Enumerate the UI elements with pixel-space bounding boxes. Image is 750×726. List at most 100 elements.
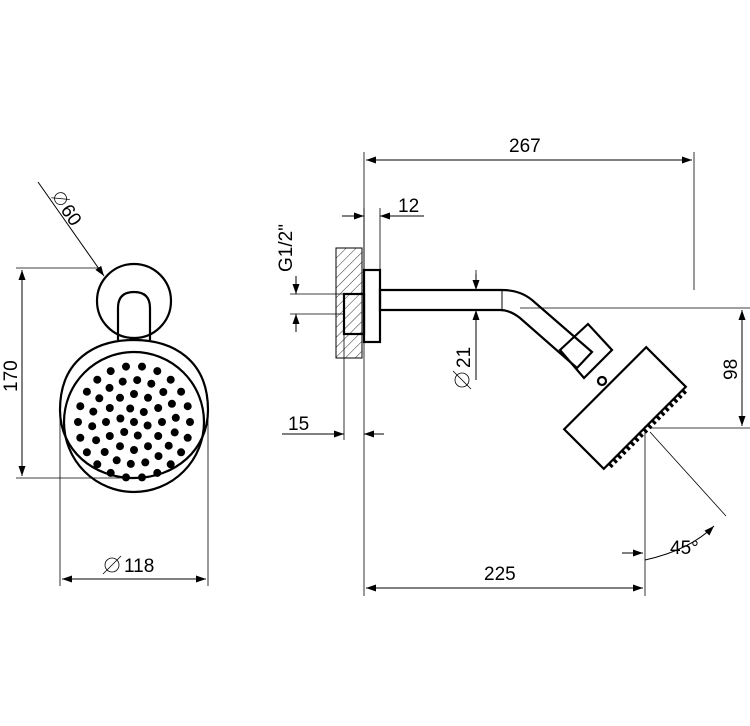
diameter-symbol-icon <box>54 192 67 206</box>
side-nozzle-tip <box>616 453 623 460</box>
dim-flange-thickness: 12 <box>342 196 424 270</box>
nozzle-group <box>74 362 194 482</box>
side-nozzle-tip <box>672 397 679 404</box>
arm-flange-outline <box>95 262 173 340</box>
swivel-screw-icon <box>596 375 608 387</box>
swivel-joint <box>558 322 614 380</box>
nozzle-dot <box>153 468 162 477</box>
nozzle-dot <box>106 468 115 477</box>
tilt-angle-label: 45° <box>670 538 699 559</box>
shower-arm <box>378 288 594 370</box>
nozzle-dot <box>138 473 146 482</box>
thread-label: G1/2" <box>276 224 297 272</box>
diameter-symbol-icon <box>454 372 470 388</box>
head-diameter-label: 118 <box>124 556 154 577</box>
nozzle-dot <box>118 377 127 386</box>
side-nozzle-group <box>608 389 688 469</box>
nozzle-dot <box>105 404 114 412</box>
projection-label: 267 <box>509 136 541 157</box>
nozzle-dot <box>122 473 130 482</box>
side-nozzle-tip <box>668 402 675 408</box>
angle-reference-line <box>649 431 727 517</box>
reach-label: 225 <box>484 564 516 585</box>
nozzle-dot <box>89 407 98 416</box>
side-nozzle-tip <box>664 406 670 413</box>
nozzle-dot <box>105 383 114 392</box>
nozzle-dot <box>186 418 194 426</box>
nozzle-dot <box>82 448 91 457</box>
nozzle-dot <box>183 402 192 411</box>
side-nozzle-tip <box>677 393 683 400</box>
nozzle-dot <box>154 432 163 440</box>
nozzle-dot <box>76 433 85 442</box>
diameter-slash <box>452 370 472 390</box>
nozzle-dot <box>158 418 166 426</box>
side-nozzle-tip <box>629 440 636 447</box>
nozzle-dot <box>164 441 173 450</box>
nozzle-dot <box>159 388 168 396</box>
nozzle-dot <box>166 460 175 469</box>
arm-diameter-label: 60 <box>56 201 85 230</box>
overall-height-label: 170 <box>1 360 22 392</box>
nozzle-dot <box>154 452 163 461</box>
nozzle-dot <box>130 446 138 454</box>
nozzle-dot <box>144 393 152 402</box>
nozzle-dot <box>76 402 85 411</box>
arm-tube <box>116 290 152 340</box>
head-drop-label: 98 <box>721 359 742 380</box>
side-nozzle-tip <box>633 436 640 443</box>
side-nozzle-tip <box>625 445 631 451</box>
side-nozzle-tip <box>612 458 618 464</box>
dim-head-diameter: 118 <box>59 410 209 586</box>
nozzle-dot <box>93 460 102 469</box>
nozzle-dot <box>122 362 130 371</box>
diameter-slash <box>51 197 70 200</box>
nozzle-dot <box>147 379 156 388</box>
dim-overall-height: 170 <box>1 267 134 479</box>
nozzle-dot <box>139 408 148 416</box>
side-nozzle-tip <box>681 389 688 395</box>
nozzle-dot <box>93 375 102 384</box>
head-face <box>62 350 206 494</box>
leader-line <box>37 181 105 277</box>
side-view <box>335 247 688 471</box>
wall-section <box>335 247 363 359</box>
nozzle-dot <box>130 390 138 398</box>
dim-wall-offset: 15 <box>282 334 384 440</box>
nozzle-dot <box>102 418 110 426</box>
dim-arm-diameter: 60 <box>37 181 105 277</box>
nozzle-dot <box>116 442 124 451</box>
nozzle-dot <box>116 393 124 402</box>
wall-flange <box>362 268 382 344</box>
dim-head-drop: 98 <box>520 307 750 429</box>
nozzle-dot <box>120 428 129 436</box>
nozzle-dot <box>95 394 104 403</box>
nozzle-dot <box>106 367 115 376</box>
angle-arc <box>644 525 715 561</box>
dim-thread: G1/2" <box>276 224 344 332</box>
nozzle-dot <box>138 362 146 371</box>
nozzle-dot <box>88 422 97 431</box>
pipe-diameter-label: 21 <box>454 347 475 368</box>
wall-offset-label: 15 <box>288 414 309 435</box>
dim-pipe-diameter: 21 <box>452 270 480 390</box>
nozzle-dot <box>183 433 192 442</box>
diameter-symbol-icon <box>104 557 120 573</box>
side-nozzle-tip <box>638 432 644 438</box>
side-nozzle-tip <box>655 415 662 421</box>
front-view <box>58 262 210 494</box>
nozzle-dot <box>154 404 163 412</box>
dim-reach: 225 <box>363 342 646 596</box>
diameter-slash <box>102 555 122 575</box>
nozzle-dot <box>171 413 180 422</box>
side-nozzle-tip <box>651 419 657 425</box>
nozzle-dot <box>143 421 152 430</box>
nozzle-dot <box>130 418 138 426</box>
side-nozzle-tip <box>608 462 614 469</box>
nozzle-dot <box>105 432 114 440</box>
side-nozzle-tip <box>620 449 627 456</box>
nozzle-dot <box>167 399 176 408</box>
nozzle-dot <box>126 404 135 413</box>
nozzle-dot <box>141 458 150 467</box>
nozzle-dot <box>112 456 121 465</box>
